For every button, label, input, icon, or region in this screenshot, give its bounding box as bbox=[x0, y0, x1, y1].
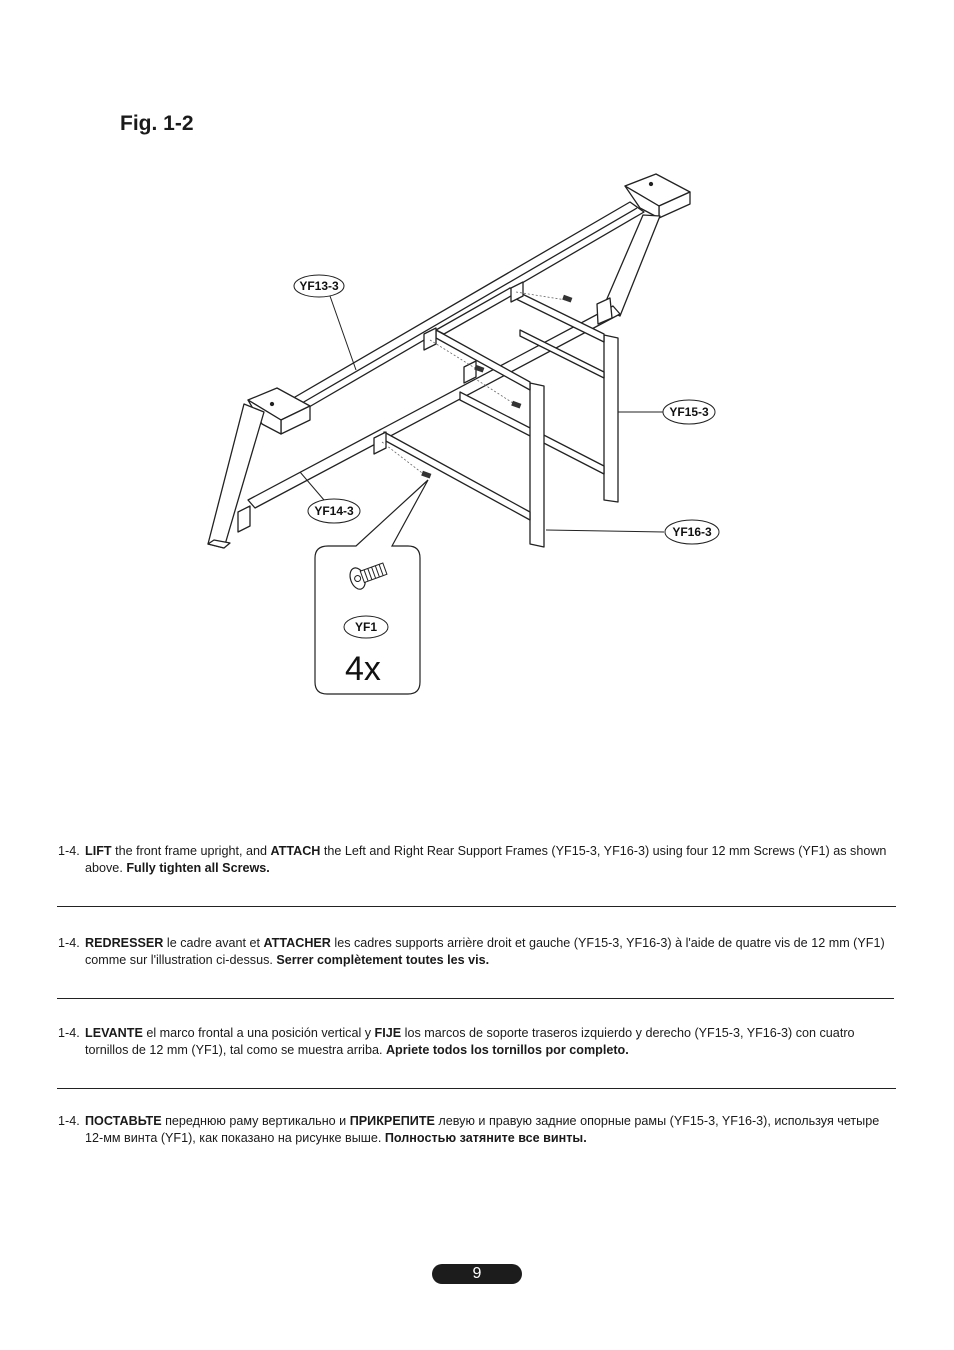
instruction-text: LEVANTE el marco frontal a una posición … bbox=[85, 1025, 898, 1059]
divider bbox=[57, 906, 896, 907]
svg-text:YF16-3: YF16-3 bbox=[672, 525, 712, 539]
text-run: el marco frontal a una posición vertical… bbox=[142, 1026, 375, 1040]
instruction-es: 1-4.LEVANTE el marco frontal a una posic… bbox=[58, 1025, 898, 1059]
instruction-text: LIFT the front frame upright, and ATTACH… bbox=[85, 843, 898, 877]
instruction-text: REDRESSER le cadre avant et ATTACHER les… bbox=[85, 935, 898, 969]
bold-text: REDRESSER bbox=[85, 936, 164, 950]
rear-frame-left bbox=[383, 287, 545, 548]
bold-text: Fully tighten all Screws. bbox=[126, 861, 270, 875]
instruction-fr: 1-4.REDRESSER le cadre avant et ATTACHER… bbox=[58, 935, 898, 969]
bold-text: ПОСТАВЬТЕ bbox=[85, 1114, 162, 1128]
instruction-text: ПОСТАВЬТЕ переднюю раму вертикально и ПР… bbox=[85, 1113, 898, 1147]
assembly-diagram: YF13-3 YF15-3 YF14-3 YF16-3 YF1 4x bbox=[207, 173, 720, 695]
bold-text: Apriete todos los tornillos por completo… bbox=[385, 1043, 629, 1057]
bold-text: Serrer complètement toutes les vis. bbox=[276, 953, 490, 967]
text-run: le cadre avant et bbox=[163, 936, 264, 950]
bold-text: LEVANTE bbox=[85, 1026, 143, 1040]
text-run: los marcos de soporte traseros izquierdo… bbox=[85, 1026, 855, 1057]
bold-text: Полностью затяните все винты. bbox=[384, 1131, 587, 1145]
bold-text: ATTACH bbox=[270, 844, 321, 858]
bold-text: ATTACHER bbox=[263, 936, 331, 950]
page-number: 9 bbox=[432, 1264, 522, 1284]
label-yf16: YF16-3 bbox=[664, 519, 720, 545]
quantity-text: 4x bbox=[345, 650, 381, 688]
divider bbox=[57, 998, 894, 999]
svg-text:YF1: YF1 bbox=[355, 620, 377, 634]
label-yf15: YF15-3 bbox=[662, 399, 716, 425]
svg-text:YF15-3: YF15-3 bbox=[669, 405, 709, 419]
text-run: переднюю раму вертикально и bbox=[161, 1114, 350, 1128]
text-run: the front frame upright, and bbox=[111, 844, 271, 858]
left-foot-pad bbox=[247, 387, 311, 435]
screw-callout: YF1 4x bbox=[314, 479, 429, 695]
screw-icon bbox=[349, 562, 388, 590]
label-yf13: YF13-3 bbox=[293, 274, 345, 298]
text-run: левую и правую задние опорные рамы (YF15… bbox=[85, 1114, 880, 1145]
bold-text: ПРИКРЕПИТЕ bbox=[349, 1114, 435, 1128]
text-run: the Left and Right Rear Support Frames (… bbox=[85, 844, 887, 875]
instruction-en: 1-4.LIFT the front frame upright, and AT… bbox=[58, 843, 898, 877]
right-leg bbox=[602, 214, 661, 317]
text-run: les cadres supports arrière droit et gau… bbox=[85, 936, 885, 967]
svg-text:YF14-3: YF14-3 bbox=[314, 504, 354, 518]
instruction-ru: 1-4.ПОСТАВЬТЕ переднюю раму вертикально … bbox=[58, 1113, 898, 1147]
bottom-beam bbox=[247, 305, 621, 509]
right-foot-pad bbox=[624, 173, 691, 219]
divider bbox=[57, 1088, 896, 1089]
left-leg bbox=[207, 403, 265, 549]
figure-title: Fig. 1-2 bbox=[120, 112, 194, 135]
label-yf1: YF1 bbox=[343, 615, 389, 639]
bold-text: LIFT bbox=[85, 844, 112, 858]
svg-text:YF13-3: YF13-3 bbox=[299, 279, 339, 293]
label-yf14: YF14-3 bbox=[307, 498, 361, 524]
bold-text: FIJE bbox=[374, 1026, 402, 1040]
